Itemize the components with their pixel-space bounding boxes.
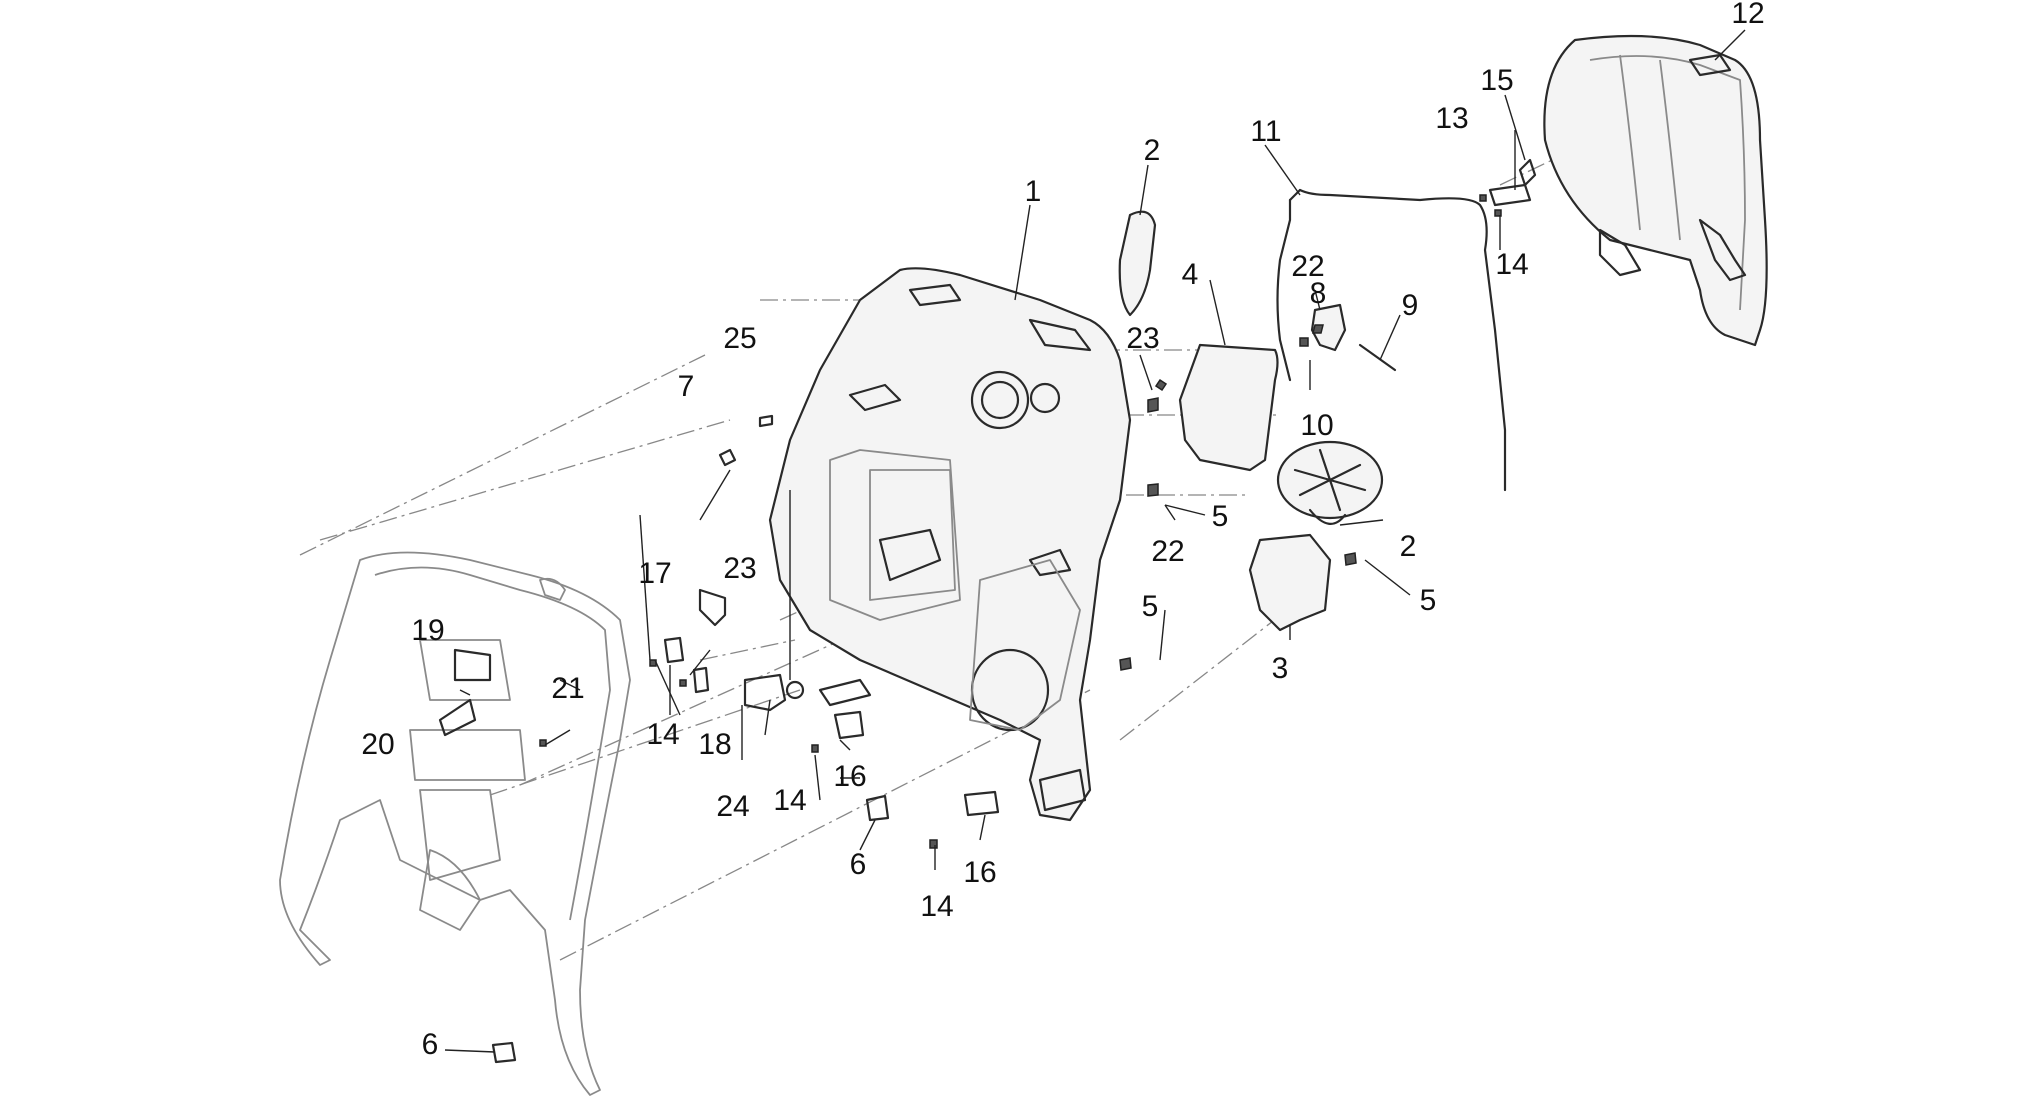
part-9-pin	[1358, 343, 1397, 372]
callout-8: 8	[1310, 277, 1327, 310]
callout-20: 20	[361, 728, 394, 761]
callout-14-right: 14	[1495, 248, 1528, 281]
callout-21: 21	[551, 672, 584, 705]
left-frame-panel	[279, 551, 631, 1096]
part-12-rear-panel	[1543, 34, 1768, 347]
callout-4: 4	[1182, 258, 1199, 291]
callout-2-lower: 2	[1400, 530, 1417, 563]
callout-11: 11	[1250, 115, 1281, 148]
callouts: 1 2 2 3 4 5 5 5 6 6 7 8 9 10 11 12 13 14…	[361, 0, 1764, 1061]
callout-6-bottom: 6	[422, 1028, 439, 1061]
part-15-clip	[1518, 158, 1537, 187]
callout-3: 3	[1272, 652, 1289, 685]
callout-1: 1	[1025, 175, 1042, 208]
callout-18: 18	[698, 728, 731, 761]
part-1-front-shield	[768, 267, 1132, 822]
leader-lines	[444, 29, 1746, 1053]
callout-15: 15	[1480, 64, 1513, 97]
part-2-round-grill	[1276, 440, 1384, 525]
callout-16-bottom: 16	[963, 856, 996, 889]
callout-16-mid: 16	[833, 760, 866, 793]
part-8-latch	[1310, 303, 1347, 352]
callout-23-right: 23	[1126, 322, 1159, 355]
callout-5-right-lower: 5	[1420, 584, 1437, 617]
callout-7: 7	[678, 370, 695, 403]
callout-22-lower: 22	[1151, 535, 1184, 568]
callout-22-upper: 22	[1291, 250, 1324, 283]
callout-14-left: 14	[646, 718, 679, 751]
callout-2-upper: 2	[1144, 134, 1161, 167]
callout-5-center: 5	[1142, 590, 1159, 623]
callout-24: 24	[716, 790, 749, 823]
callout-5-right-upper: 5	[1212, 500, 1229, 533]
callout-10: 10	[1300, 409, 1333, 442]
callout-9: 9	[1402, 289, 1419, 322]
callout-14-mid: 14	[773, 784, 806, 817]
callout-23-left: 23	[723, 552, 756, 585]
callout-25: 25	[723, 322, 756, 355]
fasteners	[438, 194, 1502, 1064]
part-2-lens-upper	[1118, 210, 1157, 317]
part-13-bracket	[1488, 183, 1532, 207]
callout-6-center: 6	[850, 848, 867, 881]
callout-12: 12	[1731, 0, 1764, 30]
callout-13: 13	[1435, 102, 1468, 135]
callout-17: 17	[638, 557, 671, 590]
callout-19: 19	[411, 614, 444, 647]
callout-14-bottom: 14	[920, 890, 953, 923]
part-4-plate	[1178, 343, 1279, 472]
part-3-cover	[1248, 533, 1332, 632]
